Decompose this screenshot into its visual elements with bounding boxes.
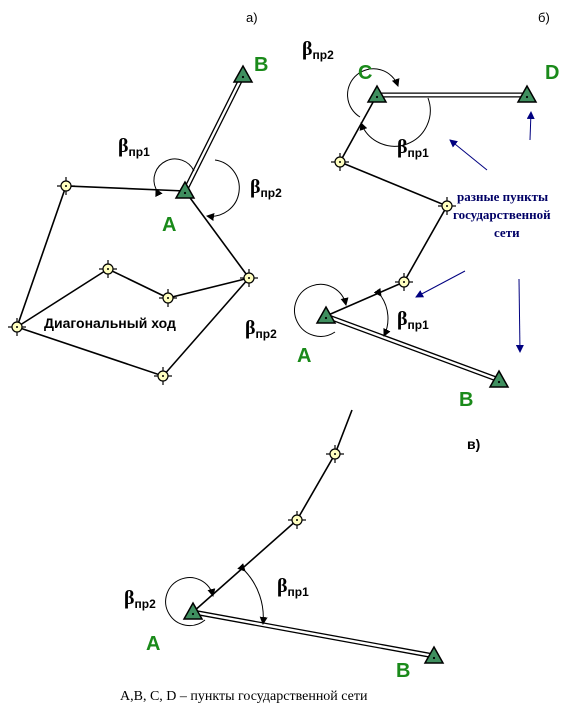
panel-b-label-C: C [358,62,372,84]
panel-v-label-B: B [396,660,410,682]
panel-b-angle-pr2-arc-C [347,68,400,118]
panel-b-angle-pr1-arc-A [373,287,391,337]
panel-b-angle-pr2-arc-A [294,283,349,337]
panel-v-label: в) [467,436,480,452]
station-marker [325,444,345,464]
panel-b-label-B: B [459,389,473,411]
panel-b-beta-pr2-C: βпр2 [302,38,334,62]
station-marker [330,152,350,172]
panel-v-label-A: A [146,633,160,655]
panel-a-angle-pr1-arc [153,158,195,198]
panel-v-angle-pr1-arc [237,563,268,625]
station-marker [394,272,414,292]
panel-b-label-D: D [545,62,559,84]
station-marker [158,288,178,308]
panel-b-traverse [325,94,449,317]
panel-v-beta-pr1: βпр1 [277,575,309,599]
panel-a-label: а) [246,10,258,25]
panel-a-angle-pr2-arc [206,159,240,221]
panel-a-point-B-triangle [233,65,253,83]
panel-v-traverse [192,409,353,613]
note-line-3: сети [494,225,520,240]
panel-a-label-A: A [162,214,176,236]
panel-b-beta-pr1-C: βпр1 [397,136,429,160]
panel-b-beta-pr1-A: βпр1 [397,308,429,332]
panel-a-beta-pr1: βпр1 [118,135,150,159]
panel-b-label: б) [538,10,550,25]
panel-b-beta-pr2-A: βпр2 [245,317,277,341]
station-marker [56,176,76,196]
panel-b-point-A-triangle [316,306,336,324]
panel-a-label-B: B [254,54,268,76]
note-line-1: разные пункты [457,189,548,204]
panel-b-angle-pr1-arc-C [359,97,431,147]
panel-b-label-A: A [297,345,311,367]
panel-b-side-AB [325,313,500,383]
panel-a-beta-pr2: βпр2 [250,176,282,200]
station-marker [7,317,27,337]
panel-v-beta-pr2: βпр2 [124,587,156,611]
panel-a-diagonal-label: Диагональный ход [44,315,176,331]
note-line-2: государственной [453,207,551,222]
panel-b-note-arrows [415,111,535,353]
panel-a-side-AB [182,73,246,193]
panel-a-traverse [15,185,251,377]
panel-v-angle-pr2-arc [165,577,216,627]
station-marker [98,259,118,279]
panel-a-diagonal-traverse [16,268,250,328]
caption: A,B, C, D – пункты государственной сети [120,689,368,704]
panel-v-side-AB [192,609,435,659]
